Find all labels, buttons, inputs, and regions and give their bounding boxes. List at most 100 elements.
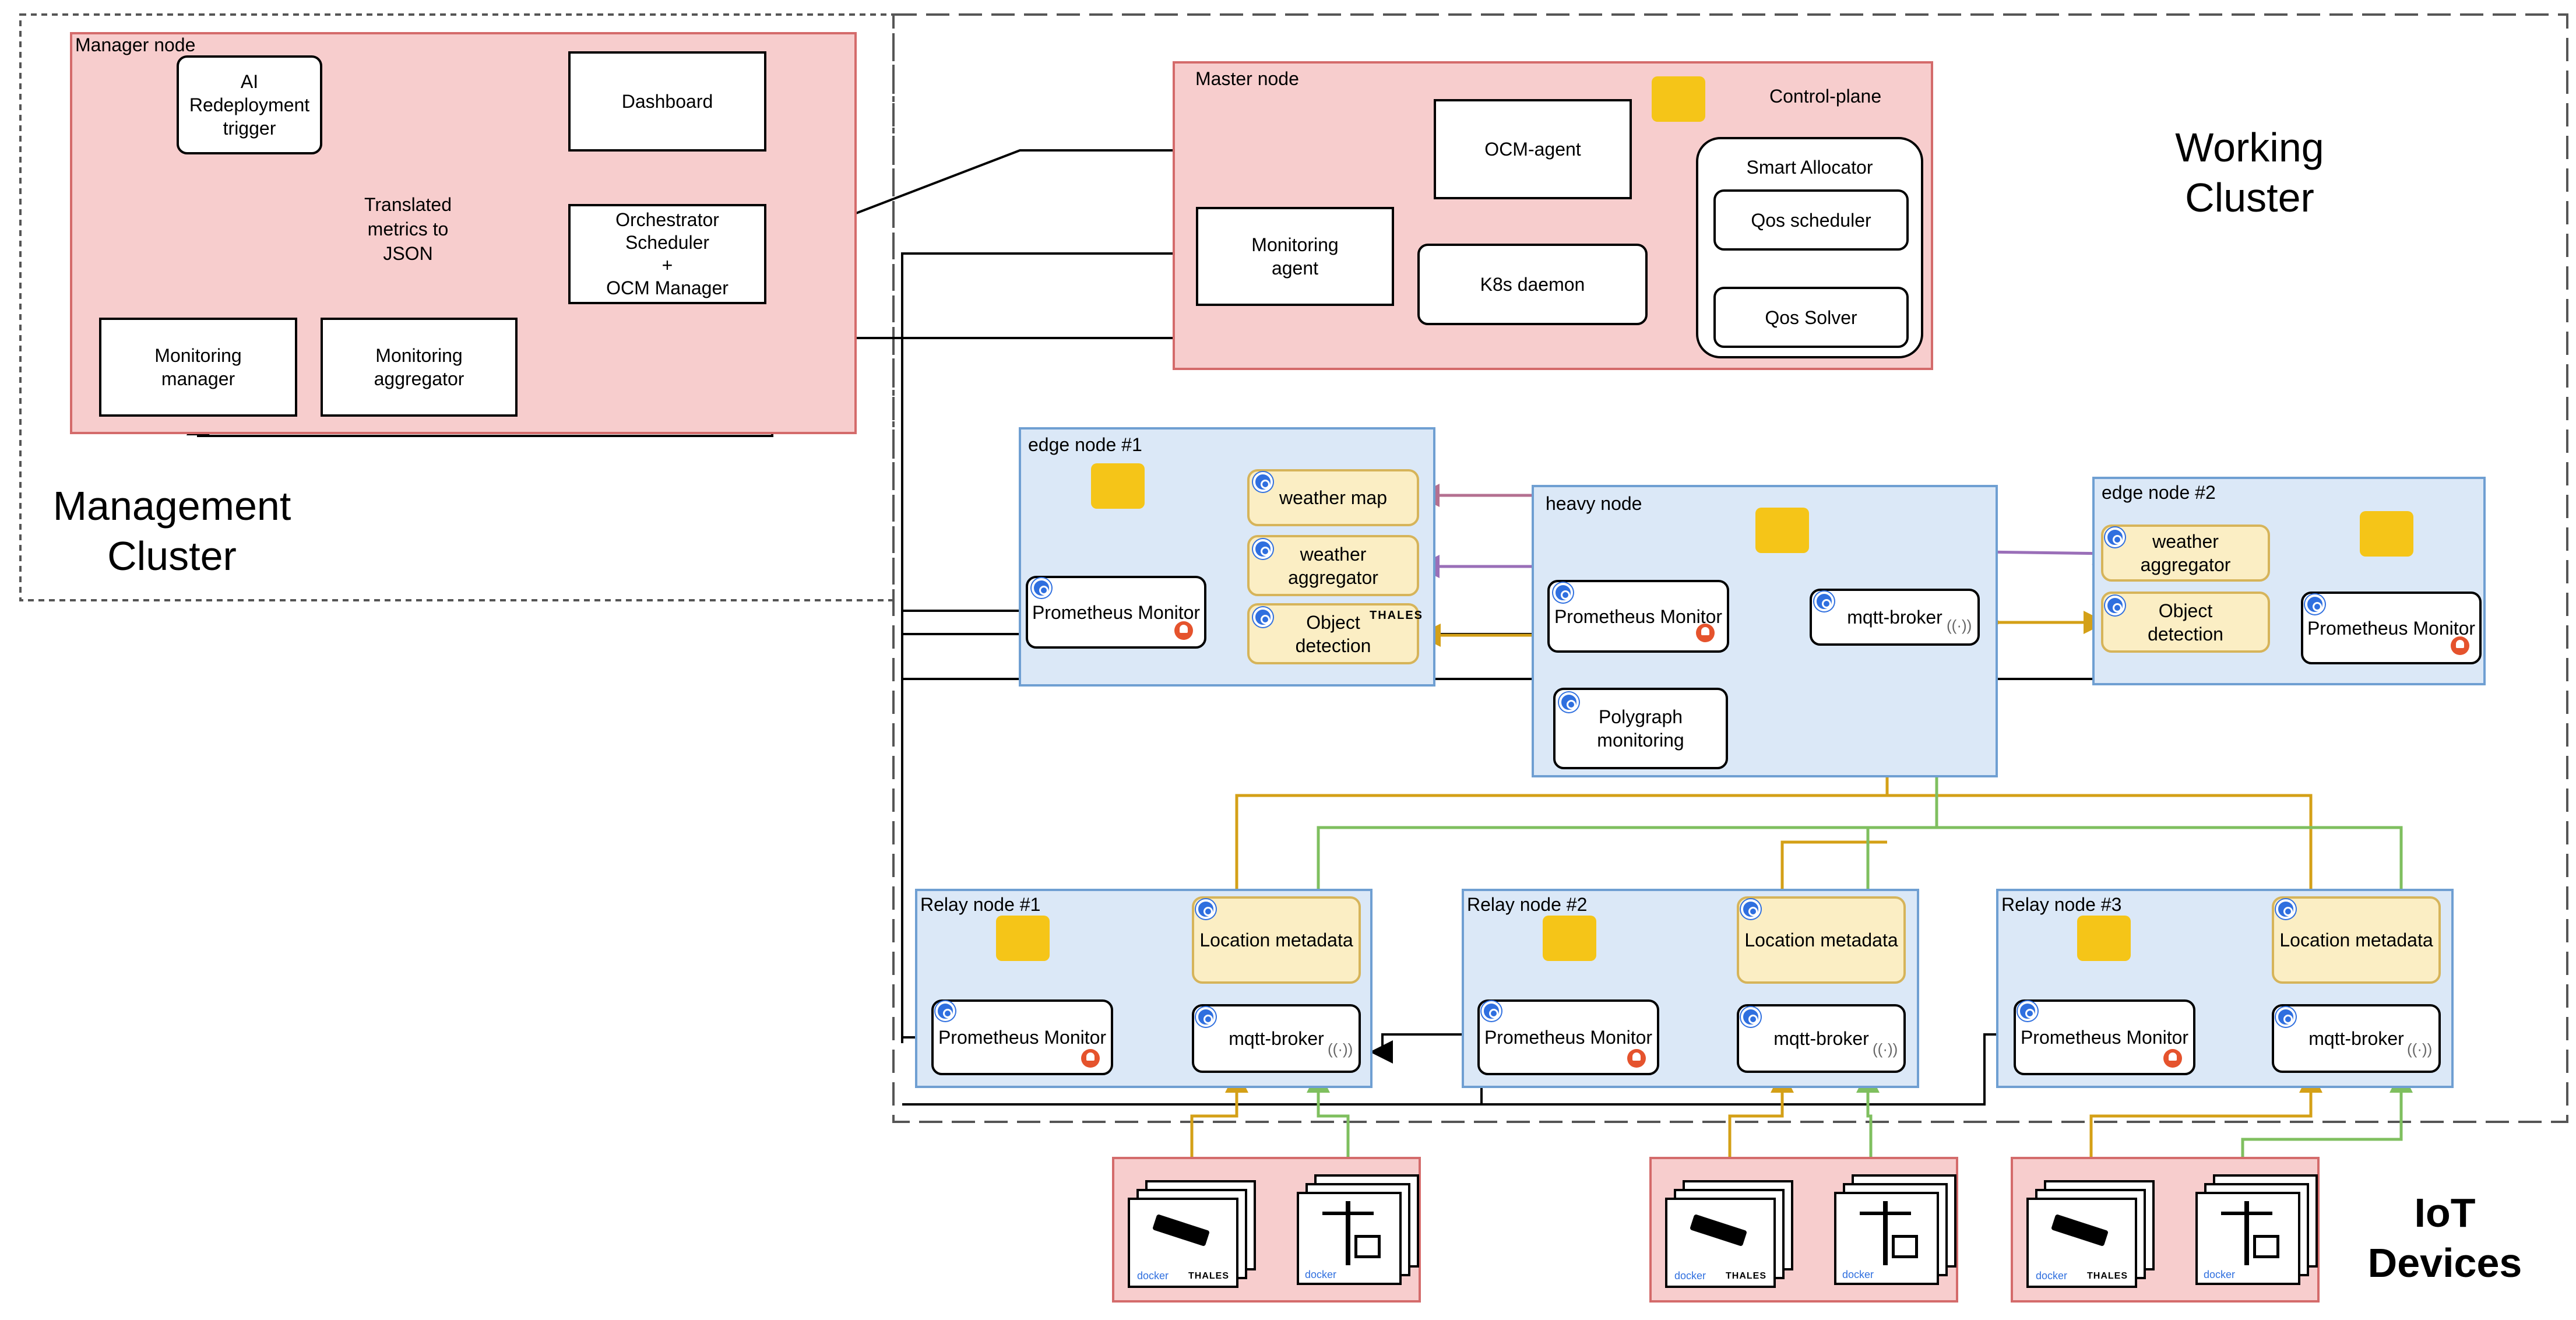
kubernetes-pod-icon bbox=[2305, 594, 2325, 614]
relay1-mqtt-broker[interactable]: mqtt-broker bbox=[1192, 1004, 1361, 1073]
kubernetes-pod-icon bbox=[1741, 1007, 1761, 1027]
kubernetes-helm-icon bbox=[1543, 916, 1596, 961]
iot-devices-label: IoT Devices bbox=[2367, 1190, 2522, 1286]
weather-station-device: docker bbox=[1834, 1192, 1939, 1285]
camera-icon bbox=[1152, 1214, 1210, 1247]
relay2-location-metadata[interactable]: Location metadata bbox=[1737, 896, 1906, 984]
mqtt-signal-icon: ((·)) bbox=[2407, 1040, 2433, 1058]
qos-scheduler-box[interactable]: Qos scheduler bbox=[1713, 189, 1909, 251]
weather-station-icon bbox=[1883, 1201, 1888, 1265]
weather-station-icon bbox=[1346, 1201, 1350, 1265]
prometheus-icon bbox=[2451, 636, 2469, 655]
weather-station-icon bbox=[2221, 1212, 2272, 1215]
kubernetes-pod-icon bbox=[2105, 596, 2125, 615]
kubernetes-helm-icon bbox=[1652, 76, 1705, 122]
kubernetes-pod-icon bbox=[1196, 1007, 1216, 1027]
prometheus-icon bbox=[1081, 1049, 1100, 1068]
dashboard-box[interactable]: Dashboard bbox=[568, 51, 766, 152]
relay3-mqtt-broker[interactable]: mqtt-broker bbox=[2272, 1004, 2441, 1073]
monitoring-manager-box[interactable]: Monitoring manager bbox=[99, 318, 297, 417]
thales-logo: THALES bbox=[1726, 1271, 1766, 1281]
kubernetes-helm-icon bbox=[996, 916, 1050, 961]
docker-label: docker bbox=[1137, 1270, 1169, 1282]
mqtt-signal-icon: ((·)) bbox=[1873, 1040, 1898, 1058]
working-cluster-boundary bbox=[892, 13, 2568, 1123]
weather-map-service[interactable]: weather map bbox=[1247, 469, 1419, 526]
thales-logo: THALES bbox=[1188, 1271, 1229, 1281]
docker-label: docker bbox=[1305, 1269, 1337, 1280]
relay3-location-metadata[interactable]: Location metadata bbox=[2272, 896, 2441, 984]
weather-station-icon bbox=[2244, 1201, 2249, 1265]
kubernetes-pod-icon bbox=[1741, 899, 1761, 919]
kubernetes-pod-icon bbox=[1559, 692, 1579, 712]
kubernetes-pod-icon bbox=[1253, 607, 1273, 627]
mqtt-signal-icon: ((·)) bbox=[1328, 1040, 1353, 1058]
edge2-object-detection[interactable]: Object detection bbox=[2101, 592, 2270, 653]
thales-logo: THALES bbox=[1370, 609, 1423, 622]
kubernetes-pod-icon bbox=[2276, 899, 2296, 919]
orchestrator-box[interactable]: Orchestrator Scheduler + OCM Manager bbox=[568, 204, 766, 304]
prometheus-icon bbox=[2163, 1049, 2182, 1068]
control-plane-label: Control-plane bbox=[1769, 86, 1882, 107]
relay1-location-metadata[interactable]: Location metadata bbox=[1192, 896, 1361, 984]
kubernetes-pod-icon bbox=[935, 1001, 955, 1021]
kubernetes-helm-icon bbox=[2077, 916, 2131, 961]
thales-logo: THALES bbox=[2087, 1271, 2128, 1281]
docker-label: docker bbox=[1842, 1269, 1874, 1280]
mqtt-signal-icon: ((·)) bbox=[1947, 617, 1972, 634]
weather-station-icon bbox=[1892, 1235, 1918, 1258]
heavy-node-title: heavy node bbox=[1546, 493, 1642, 514]
k8s-daemon-box[interactable]: K8s daemon bbox=[1417, 244, 1648, 325]
monitoring-aggregator-box[interactable]: Monitoring aggregator bbox=[321, 318, 518, 417]
manager-node-title: Manager node bbox=[75, 34, 196, 55]
docker-label: docker bbox=[1674, 1270, 1706, 1282]
camera-device: docker THALES bbox=[1665, 1198, 1776, 1288]
monitoring-agent-box[interactable]: Monitoring agent bbox=[1196, 207, 1394, 306]
docker-label: docker bbox=[2036, 1270, 2068, 1282]
kubernetes-pod-icon bbox=[1253, 472, 1273, 492]
object-detection-service[interactable]: Object detection bbox=[1247, 603, 1419, 664]
kubernetes-pod-icon bbox=[1481, 1001, 1501, 1021]
weather-aggregator-service[interactable]: weather aggregator bbox=[1247, 535, 1419, 596]
relay2-mqtt-broker[interactable]: mqtt-broker bbox=[1737, 1004, 1906, 1073]
weather-station-device: docker bbox=[1297, 1192, 1402, 1285]
weather-station-icon bbox=[1354, 1235, 1381, 1258]
polygraph-monitoring[interactable]: Polygraph monitoring bbox=[1553, 688, 1728, 769]
kubernetes-pod-icon bbox=[1814, 592, 1834, 611]
edge2-weather-aggregator[interactable]: weather aggregator bbox=[2101, 525, 2270, 582]
kubernetes-helm-icon bbox=[1091, 463, 1145, 509]
camera-icon bbox=[1689, 1214, 1748, 1247]
heavy-mqtt-broker[interactable]: mqtt-broker bbox=[1810, 589, 1980, 646]
relay-node-2-title: Relay node #2 bbox=[1467, 894, 1588, 915]
camera-icon bbox=[2050, 1214, 2109, 1247]
kubernetes-pod-icon bbox=[2018, 1001, 2037, 1021]
kubernetes-pod-icon bbox=[1196, 899, 1216, 919]
kubernetes-helm-icon bbox=[2360, 511, 2413, 557]
heavy-prometheus-monitor[interactable]: Prometheus Monitor bbox=[1547, 580, 1729, 653]
kubernetes-pod-icon bbox=[1553, 583, 1573, 603]
translated-metrics-label: Translated metrics to JSON bbox=[364, 194, 452, 264]
prometheus-icon bbox=[1174, 621, 1193, 640]
relay-node-1-title: Relay node #1 bbox=[920, 894, 1041, 915]
weather-station-icon bbox=[2253, 1235, 2279, 1258]
prometheus-icon bbox=[1627, 1049, 1646, 1068]
master-node-title: Master node bbox=[1195, 68, 1299, 89]
kubernetes-pod-icon bbox=[1253, 539, 1273, 559]
kubernetes-pod-icon bbox=[1032, 578, 1051, 598]
camera-device: docker THALES bbox=[2026, 1198, 2137, 1288]
docker-label: docker bbox=[2204, 1269, 2236, 1280]
edge-node-1-title: edge node #1 bbox=[1028, 434, 1142, 455]
weather-station-icon bbox=[1322, 1212, 1374, 1215]
kubernetes-helm-icon bbox=[1755, 508, 1809, 553]
management-cluster-label: Management Cluster bbox=[52, 483, 291, 579]
relay-node-3-title: Relay node #3 bbox=[2001, 894, 2122, 915]
qos-solver-box[interactable]: Qos Solver bbox=[1713, 287, 1909, 348]
kubernetes-pod-icon bbox=[2276, 1007, 2296, 1027]
working-cluster-label: Working Cluster bbox=[2175, 125, 2324, 220]
ai-redeployment-trigger[interactable]: AI Redeployment trigger bbox=[177, 55, 322, 154]
ocm-agent-box[interactable]: OCM-agent bbox=[1434, 99, 1632, 199]
camera-device: docker THALES bbox=[1128, 1198, 1238, 1288]
edge-node-2-title: edge node #2 bbox=[2102, 482, 2216, 503]
edge2-prometheus-monitor[interactable]: Prometheus Monitor bbox=[2301, 592, 2482, 664]
kubernetes-pod-icon bbox=[2105, 527, 2125, 547]
